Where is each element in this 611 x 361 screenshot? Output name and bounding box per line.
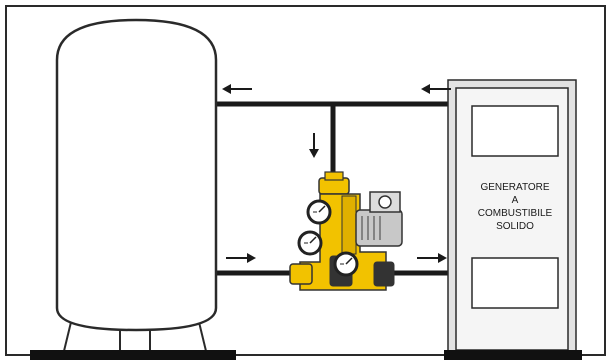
tank-base	[30, 350, 236, 360]
generator-upper-panel	[471, 105, 559, 157]
pressure-gauge-icon	[306, 199, 332, 225]
pressure-gauge-icon	[333, 251, 359, 277]
right-valve	[373, 261, 395, 287]
generator-label-line-1: GENERATORE	[480, 182, 549, 193]
manifold-riser	[341, 195, 357, 255]
storage-tank	[30, 18, 236, 360]
generator-label-line-4: SOLIDO	[496, 221, 534, 232]
arrow-icon	[226, 253, 256, 263]
pump-unit	[289, 171, 403, 291]
arrow-icon	[309, 133, 319, 158]
upper-valve-neck	[324, 171, 344, 181]
generator-lower-panel	[471, 257, 559, 309]
pump-motor-icon	[355, 191, 403, 247]
left-valve	[289, 263, 313, 285]
arrow-icon	[222, 84, 252, 94]
outer-frame	[5, 5, 606, 356]
tank-body	[55, 18, 218, 332]
generator-label-line-2: A	[512, 195, 519, 206]
motor-housing	[355, 209, 403, 247]
arrow-icon	[417, 253, 447, 263]
generator-base	[444, 350, 582, 360]
flow-arrows	[222, 84, 451, 263]
generator-label-line-3: COMBUSTIBILE	[478, 208, 553, 219]
solid-fuel-generator: GENERATORE A COMBUSTIBILE SOLIDO	[444, 79, 582, 360]
arrow-icon	[421, 84, 451, 94]
pressure-gauge-icon	[297, 230, 323, 256]
